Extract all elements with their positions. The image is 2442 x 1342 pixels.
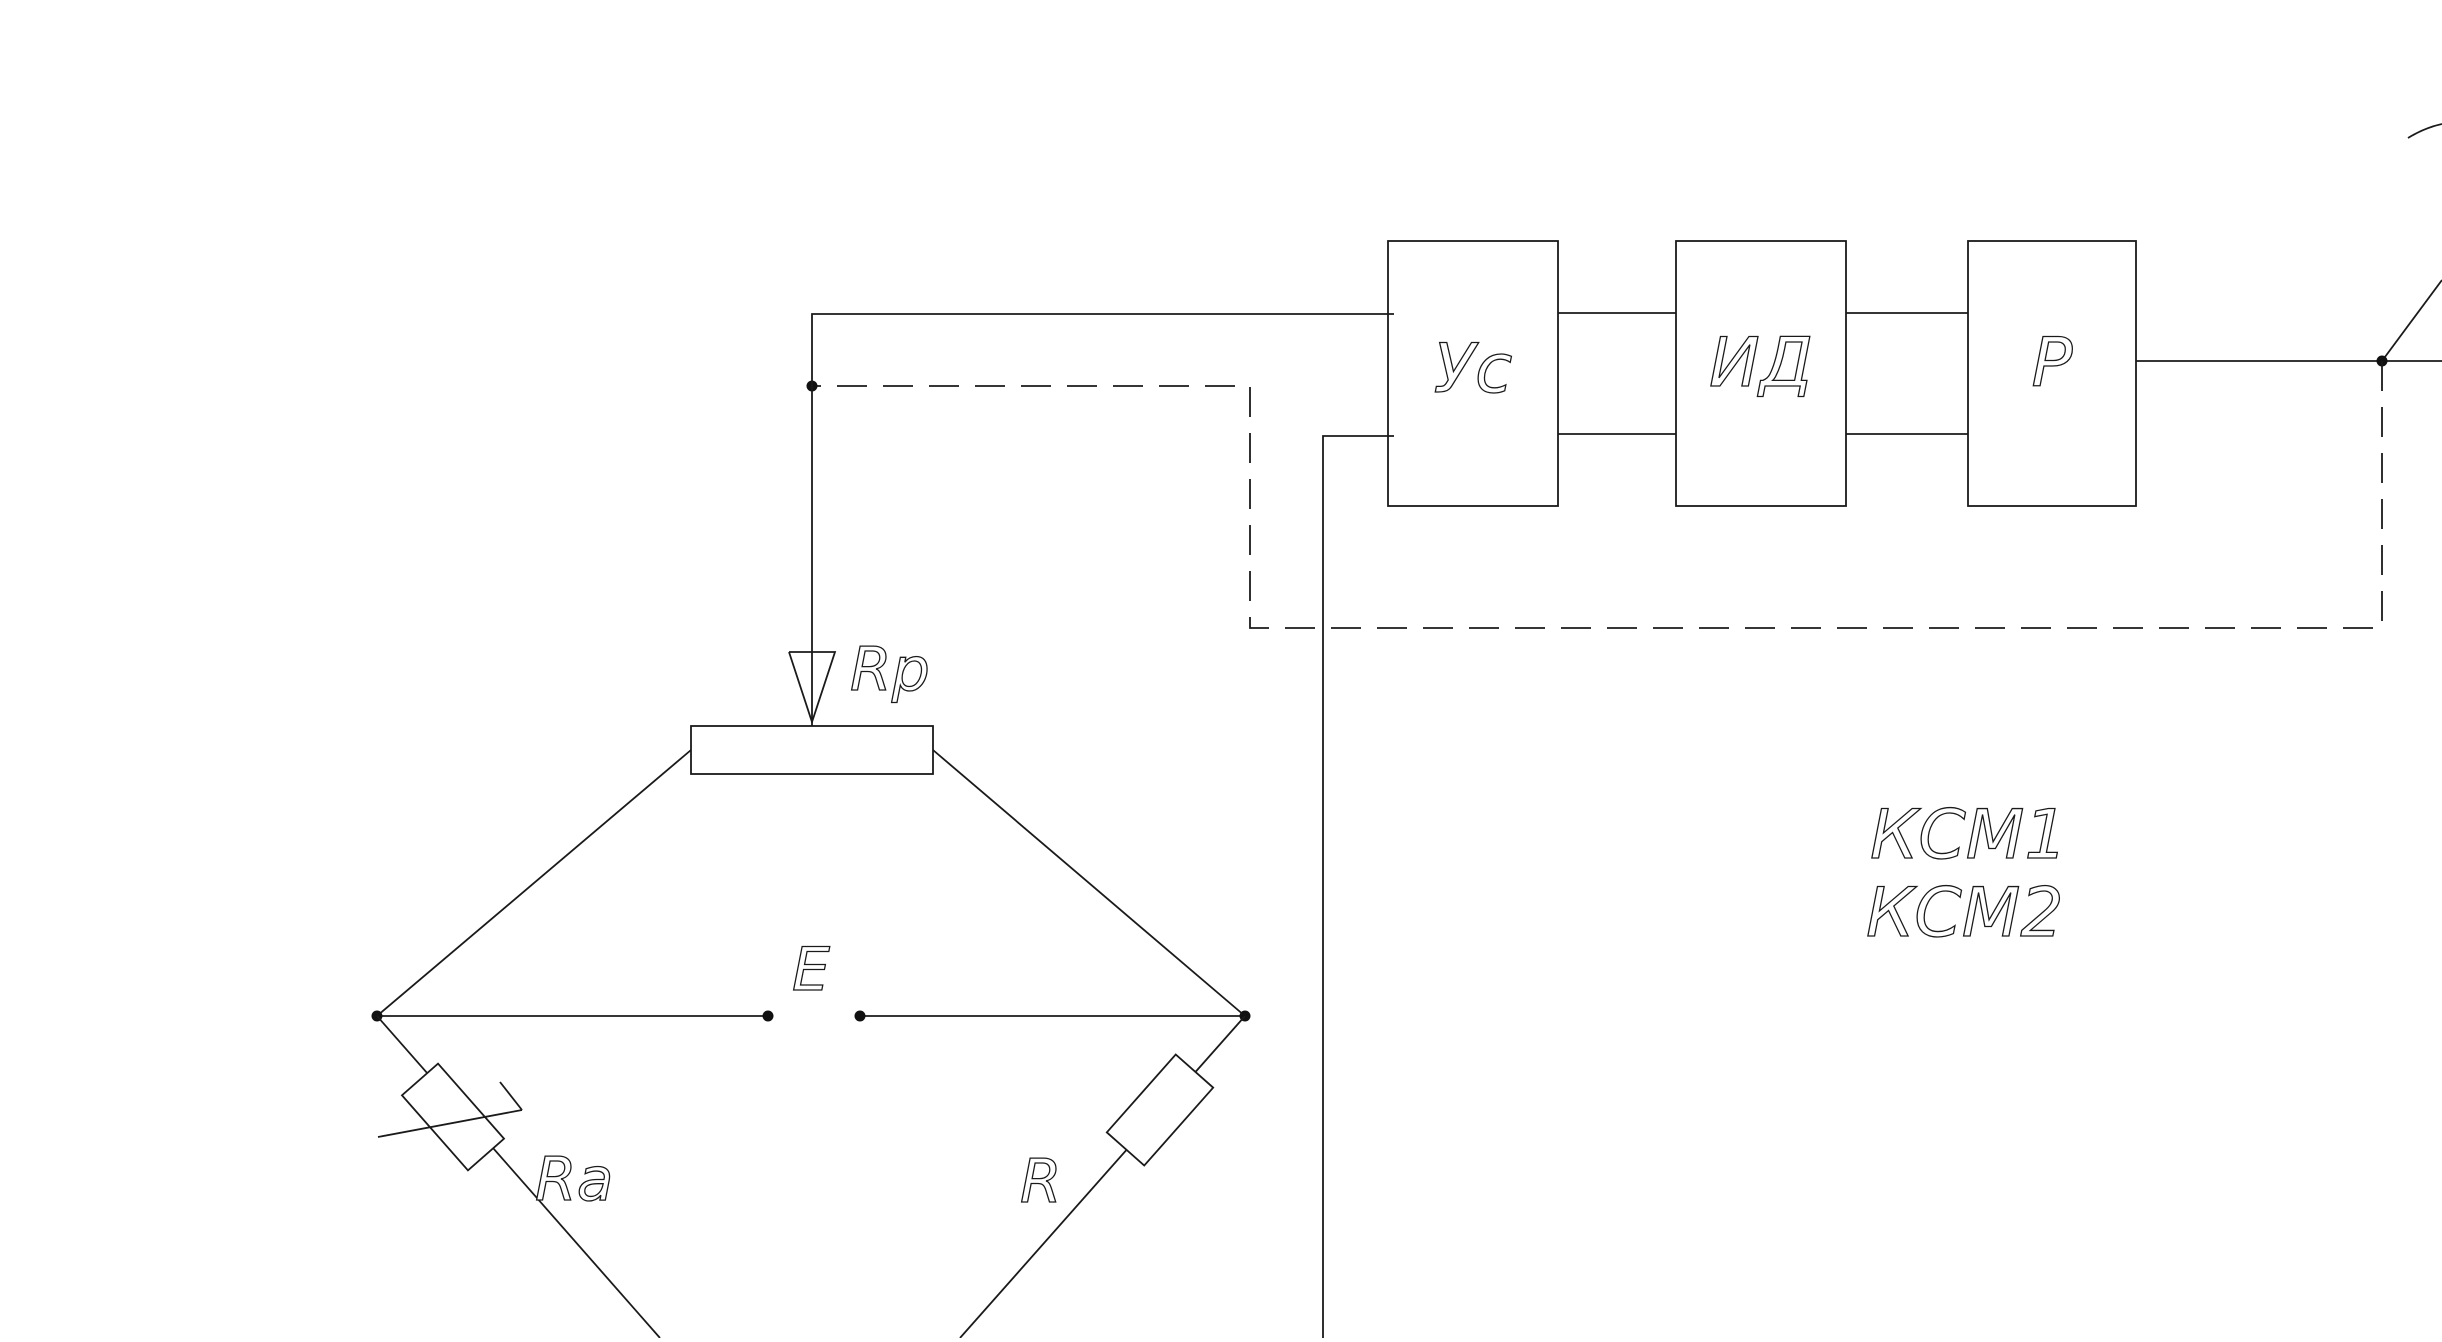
source-terminal-minus [762, 1010, 774, 1022]
reducer-block [1967, 240, 2137, 507]
rheostat-label: Rр [850, 635, 930, 705]
right-upper-arm [932, 749, 1246, 1017]
mechanical-link-dashed [812, 361, 2383, 629]
thermistor-strike-tail [499, 1081, 523, 1111]
slider-arrow-icon [788, 651, 837, 725]
reducer-label: Р [2031, 324, 2072, 403]
motor-label: ИД [1709, 324, 1813, 403]
source-terminal-plus [854, 1010, 866, 1022]
scale-arc [2407, 123, 2442, 139]
rheostat-body [690, 725, 934, 775]
thermistor-strike-line [377, 1109, 523, 1138]
model-label-2: КСМ2 [1866, 874, 2064, 953]
resistor-label: R [1020, 1147, 1062, 1217]
left-lower-arm [376, 1015, 661, 1339]
left-upper-arm [376, 749, 692, 1017]
right-lower-arm [959, 1015, 1246, 1339]
amp-input-wire-slider [811, 313, 1394, 726]
thermistor-symbol [400, 1062, 506, 1172]
pointer-arm [2381, 279, 2442, 362]
source-label: E [792, 935, 830, 1005]
resistor-symbol [1105, 1053, 1215, 1167]
amplifier-label: Ус [1434, 330, 1513, 409]
thermistor-label: Ra [535, 1145, 613, 1215]
model-label-1: КСМ1 [1870, 796, 2068, 875]
amp-input-wire-diagonal [1322, 435, 1394, 1338]
amplifier-block [1387, 240, 1559, 507]
motor-block [1675, 240, 1847, 507]
